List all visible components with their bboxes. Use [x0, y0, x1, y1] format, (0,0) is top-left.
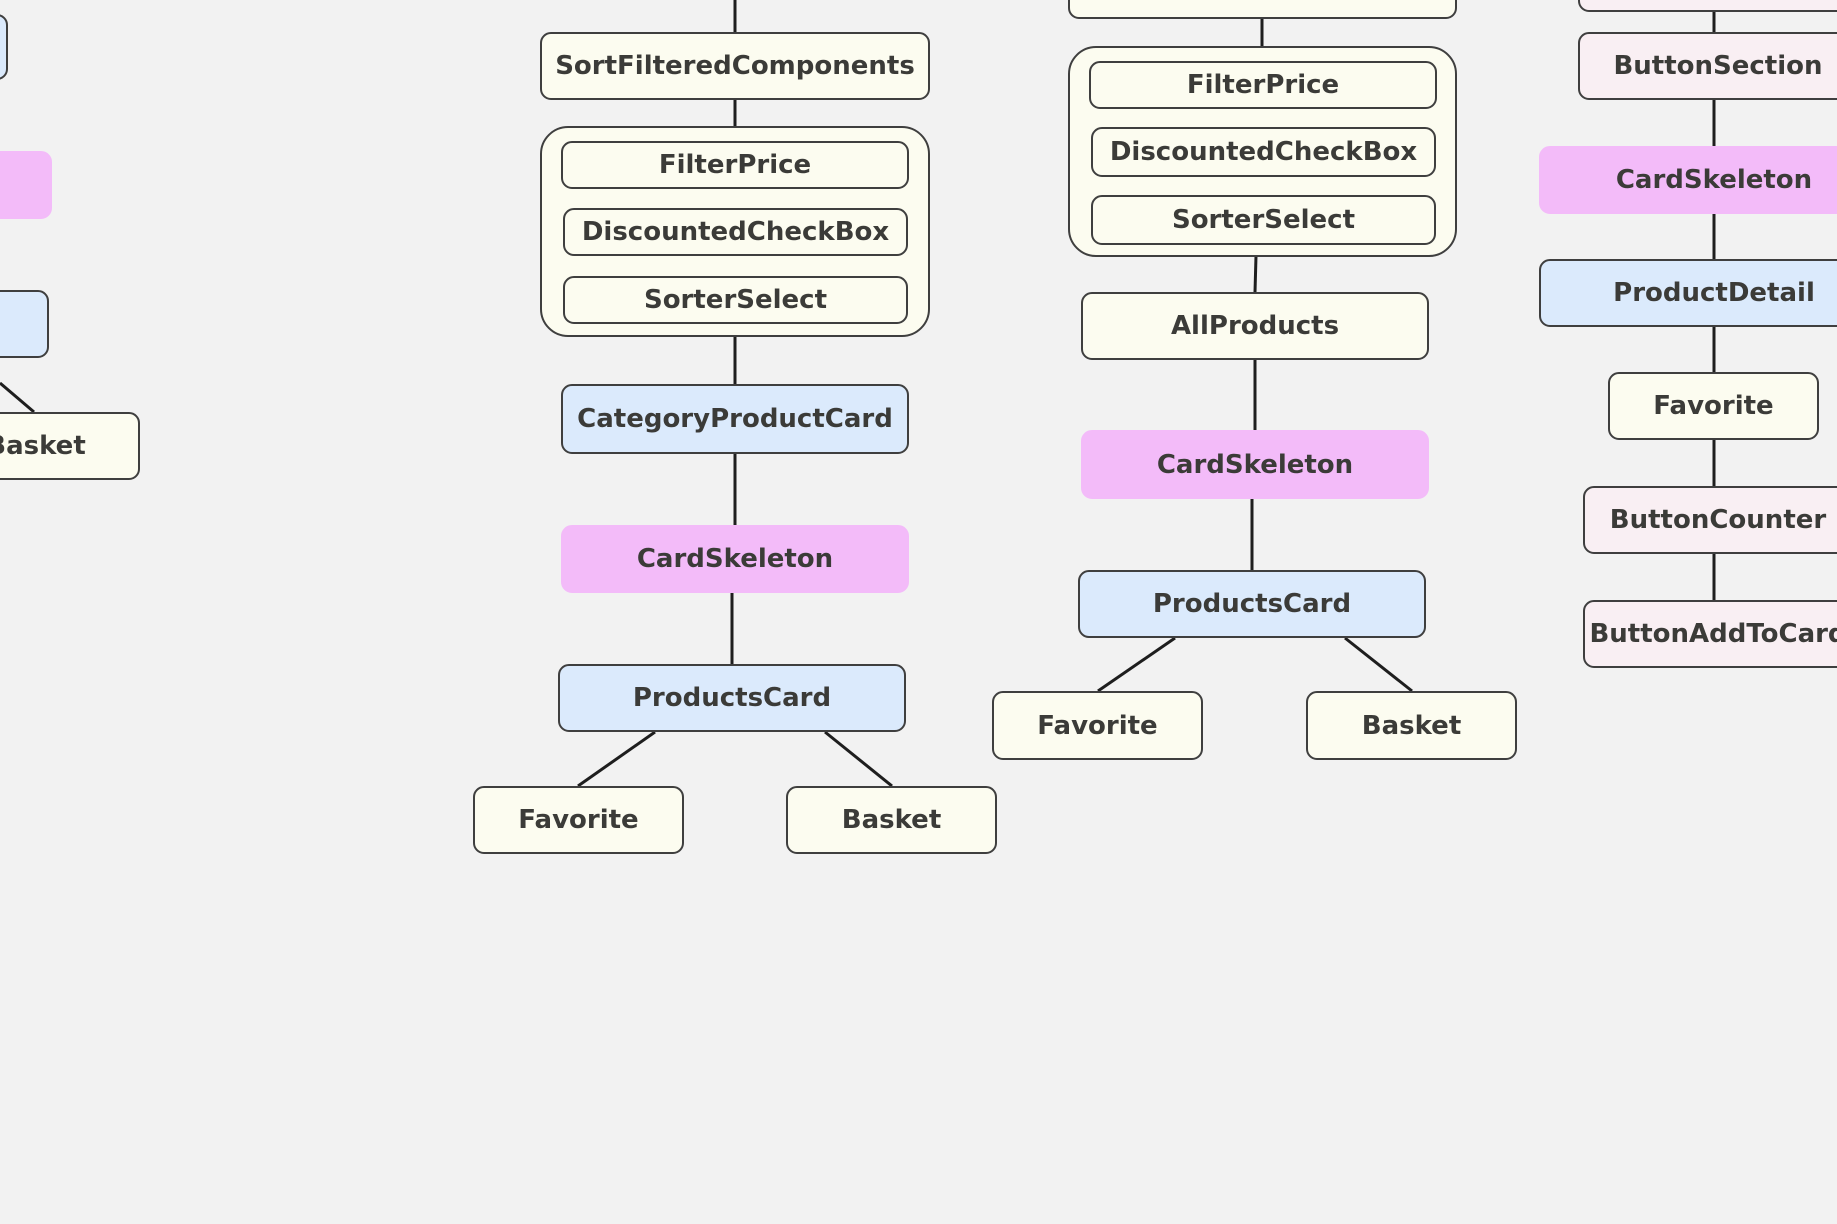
detail-card-skeleton-node: CardSkeleton: [1539, 146, 1837, 214]
all-discounted-checkbox-label: DiscountedCheckBox: [1109, 137, 1418, 167]
all-all-products-label: AllProducts: [1170, 311, 1340, 341]
cat-card-skeleton-label: CardSkeleton: [636, 544, 834, 574]
cat-sort-filtered-node: SortFilteredComponents: [540, 32, 930, 100]
detail-product-detail-node: ProductDetail: [1539, 259, 1837, 327]
all-all-products-node: AllProducts: [1081, 292, 1429, 360]
left-partial-top-node: [0, 14, 8, 80]
detail-button-add-to-card-node: ButtonAddToCard: [1583, 600, 1837, 668]
left-partial-card-skeleton: [0, 151, 52, 219]
all-sorter-select-node: SorterSelect: [1091, 195, 1436, 245]
detail-button-section-node: ButtonSection: [1578, 32, 1837, 100]
all-top-partial-node: [1068, 0, 1457, 19]
all-products-card-label: ProductsCard: [1152, 589, 1352, 619]
all-products-card-node: ProductsCard: [1078, 570, 1426, 638]
cat-category-product-card-label: CategoryProductCard: [577, 404, 893, 434]
cat-card-skeleton-node: CardSkeleton: [561, 525, 909, 593]
all-filter-price-node: FilterPrice: [1089, 61, 1437, 109]
all-sorter-select-label: SorterSelect: [1171, 205, 1356, 235]
all-basket-label: Basket: [1361, 710, 1462, 741]
all-discounted-checkbox-node: DiscountedCheckBox: [1091, 127, 1436, 177]
connector-all-card-favorite: [1097, 636, 1176, 693]
all-card-skeleton-label: CardSkeleton: [1156, 449, 1354, 480]
cat-discounted-checkbox-label: DiscountedCheckBox: [581, 217, 890, 247]
detail-favorite-label: Favorite: [1653, 391, 1774, 421]
all-favorite-node: Favorite: [992, 691, 1203, 760]
cat-favorite-node: Favorite: [473, 786, 684, 854]
all-filter-price-label: FilterPrice: [1186, 70, 1340, 100]
detail-top-partial-node: [1578, 0, 1837, 12]
cat-products-card-label: ProductsCard: [632, 683, 832, 713]
detail-button-add-to-card-label: ButtonAddToCard: [1589, 619, 1837, 649]
cat-sort-filtered-label: SortFilteredComponents: [555, 51, 915, 81]
cat-favorite-label: Favorite: [518, 805, 639, 835]
cat-discounted-checkbox-node: DiscountedCheckBox: [563, 208, 908, 256]
detail-favorite-node: Favorite: [1608, 372, 1819, 440]
detail-card-skeleton-label: CardSkeleton: [1615, 165, 1813, 195]
connector-cat-products-favorite: [577, 730, 656, 788]
all-favorite-label: Favorite: [1037, 710, 1158, 741]
detail-button-section-label: ButtonSection: [1613, 51, 1823, 81]
cat-filter-price-node: FilterPrice: [561, 141, 909, 189]
left-partial-basket-label: Basket: [0, 431, 86, 461]
cat-filter-price-label: FilterPrice: [658, 150, 812, 180]
cat-products-card-node: ProductsCard: [558, 664, 906, 732]
cat-sorter-select-node: SorterSelect: [563, 276, 908, 324]
connector-all-group-products: [1253, 255, 1258, 293]
connector-all-card-basket: [1344, 636, 1413, 693]
left-partial-blue-node: [0, 290, 49, 358]
cat-sorter-select-label: SorterSelect: [643, 285, 828, 315]
detail-button-counter-node: ButtonCounter: [1583, 486, 1837, 554]
cat-basket-label: Basket: [841, 805, 942, 835]
connector-left-basket: [0, 381, 35, 414]
detail-button-counter-label: ButtonCounter: [1609, 505, 1827, 535]
cat-category-product-card-node: CategoryProductCard: [561, 384, 909, 454]
all-basket-node: Basket: [1306, 691, 1517, 760]
detail-product-detail-label: ProductDetail: [1613, 278, 1815, 308]
cat-basket-node: Basket: [786, 786, 997, 854]
left-partial-basket-node: Basket: [0, 412, 140, 480]
all-card-skeleton-node: CardSkeleton: [1081, 430, 1429, 499]
connector-cat-products-basket: [824, 730, 893, 788]
